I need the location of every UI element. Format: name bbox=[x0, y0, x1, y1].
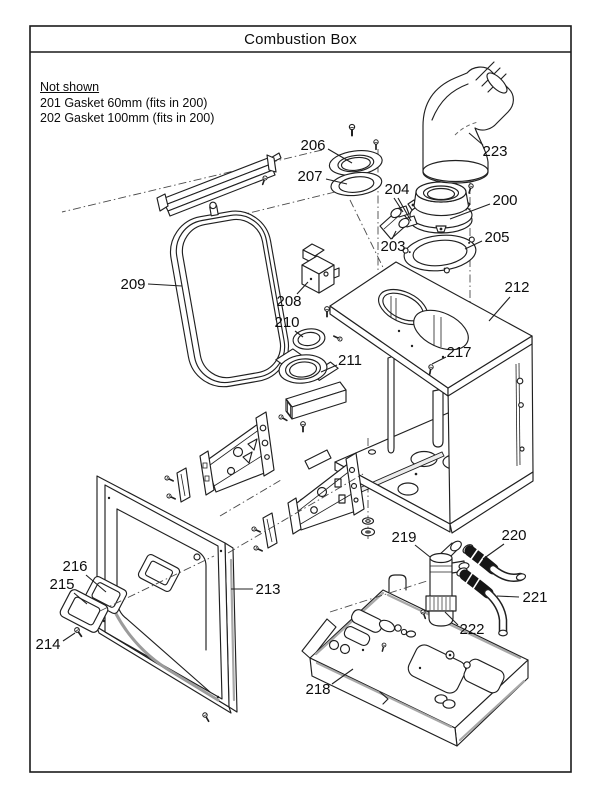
part-211-burner-gasket bbox=[275, 348, 339, 384]
leader-line-212 bbox=[488, 296, 511, 322]
duct-bar bbox=[277, 381, 347, 424]
part-210-ring bbox=[292, 328, 326, 350]
notes-heading: Not shown bbox=[40, 80, 100, 94]
part-label-223: 223 bbox=[482, 143, 507, 160]
leader-line-214 bbox=[62, 632, 76, 642]
part-label-215: 215 bbox=[49, 576, 74, 593]
part-207-ring bbox=[330, 171, 383, 197]
part-218-base-tray bbox=[301, 574, 529, 747]
right-bracket bbox=[250, 449, 365, 554]
part-label-204: 204 bbox=[384, 181, 409, 198]
part-label-220: 220 bbox=[501, 527, 526, 544]
leader-line-208 bbox=[296, 281, 309, 295]
left-bracket bbox=[163, 411, 275, 503]
part-label-207: 207 bbox=[297, 168, 322, 185]
part-label-221: 221 bbox=[522, 589, 547, 606]
part-label-211: 211 bbox=[338, 352, 362, 369]
leader-line-203 bbox=[391, 230, 397, 240]
leader-line-207 bbox=[325, 178, 348, 185]
leader-line-221 bbox=[496, 595, 520, 598]
part-222-union-nut bbox=[419, 595, 457, 627]
part-219-condensate-trap bbox=[429, 540, 470, 599]
part-label-213: 213 bbox=[255, 581, 280, 598]
leader-line-216 bbox=[85, 574, 107, 593]
part-200-flue-adapter bbox=[407, 181, 475, 234]
leader-line-210 bbox=[294, 330, 304, 338]
part-213-door bbox=[96, 475, 238, 724]
part-label-217: 217 bbox=[446, 344, 471, 361]
part-label-218: 218 bbox=[305, 681, 330, 698]
part-labels: 206 207 204 223 200 203 205 209 208 210 211 212 217 2… bbox=[35, 132, 548, 698]
part-label-214: 214 bbox=[35, 636, 60, 653]
part-label-209: 209 bbox=[120, 276, 145, 293]
leader-line-205 bbox=[464, 240, 483, 250]
part-label-208: 208 bbox=[276, 293, 301, 310]
part-label-200: 200 bbox=[492, 192, 517, 209]
part-label-219: 219 bbox=[391, 529, 416, 546]
part-215-frame bbox=[59, 589, 109, 633]
page-frame bbox=[29, 25, 572, 773]
part-label-203: 203 bbox=[380, 238, 405, 255]
leader-line-204 bbox=[393, 197, 404, 213]
leader-line-211 bbox=[320, 364, 338, 373]
leader-line-220 bbox=[482, 543, 505, 560]
ring-screws bbox=[348, 123, 380, 151]
mounting-rail bbox=[156, 154, 277, 217]
notes-line-1: 201 Gasket 60mm (fits in 200) bbox=[40, 96, 208, 110]
part-label-216: 216 bbox=[62, 558, 87, 575]
leader-line-218 bbox=[331, 668, 354, 685]
part-208-box bbox=[301, 243, 340, 294]
part-212-combustion-box bbox=[299, 261, 534, 534]
part-209-expansion-vessel bbox=[169, 201, 290, 388]
leader-line-204 bbox=[397, 197, 412, 222]
part-label-206: 206 bbox=[300, 137, 325, 154]
part-220-hose bbox=[462, 544, 527, 582]
part-204-clips bbox=[390, 205, 418, 229]
part-label-212: 212 bbox=[504, 279, 529, 296]
part-206-ring bbox=[328, 150, 383, 176]
washers bbox=[360, 517, 376, 537]
part-205-gasket-ring bbox=[402, 234, 477, 274]
part-label-205: 205 bbox=[484, 229, 509, 246]
leader-line-209 bbox=[147, 283, 183, 287]
part-label-210: 210 bbox=[274, 314, 299, 331]
part-223-flue-elbow bbox=[422, 61, 514, 184]
leader-line-206 bbox=[327, 148, 353, 164]
part-214-screw bbox=[72, 625, 85, 639]
leader-line-219 bbox=[414, 544, 431, 558]
part-221-hose bbox=[456, 567, 508, 637]
leader-line-215 bbox=[73, 592, 88, 605]
notes-block: Not shown 201 Gasket 60mm (fits in 200) … bbox=[40, 80, 214, 126]
notes-line-2: 202 Gasket 100mm (fits in 200) bbox=[40, 111, 215, 125]
leader-line-222 bbox=[444, 611, 459, 626]
leader-line-223 bbox=[468, 132, 484, 146]
leader-line-217 bbox=[431, 356, 447, 365]
construction-lines-front bbox=[99, 473, 428, 613]
page-title: Combustion Box bbox=[244, 31, 357, 48]
leader-line-200 bbox=[449, 203, 491, 220]
part-label-222: 222 bbox=[459, 621, 484, 638]
